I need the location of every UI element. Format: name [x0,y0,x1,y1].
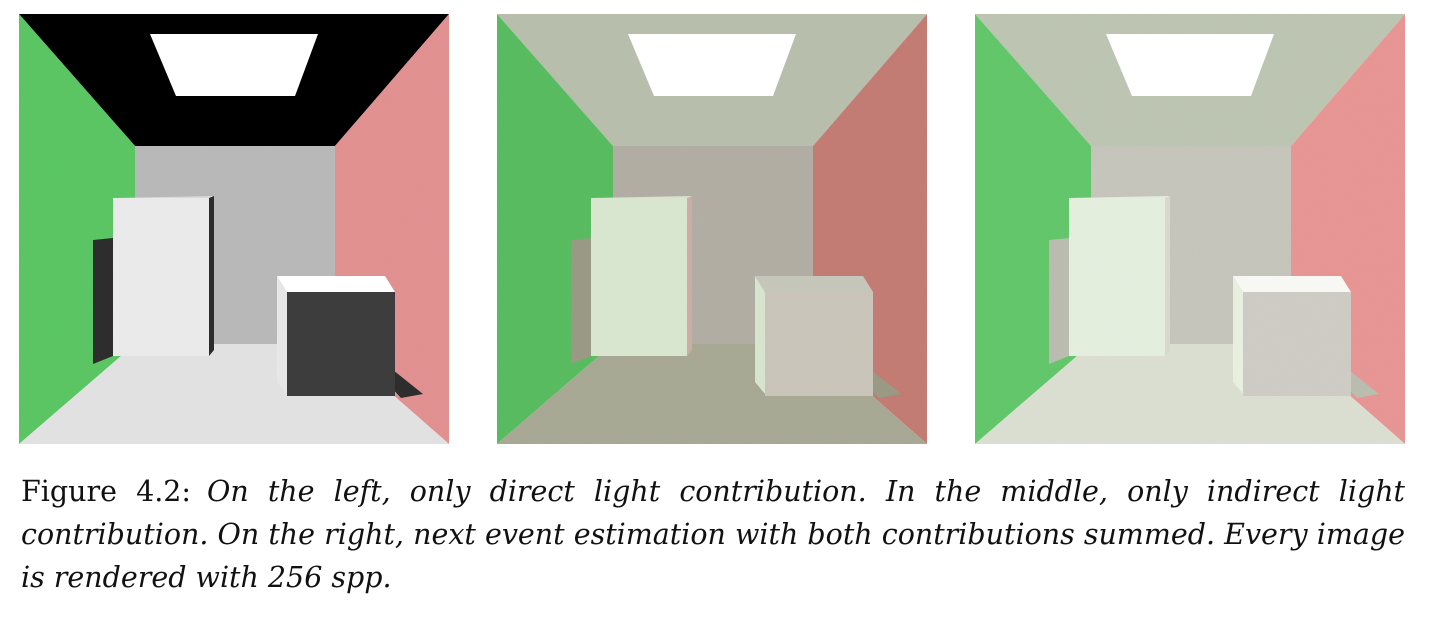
render-indirect-light [497,14,927,444]
render-noise-overlay [975,14,1405,444]
figure-images-row [19,14,1405,444]
render-next-event-estimation [975,14,1405,444]
figure-caption-label: Figure 4.2: [21,475,192,508]
render-noise-overlay [19,14,449,444]
cornell-box-scene-left [19,14,449,444]
render-direct-light [19,14,449,444]
render-noise-overlay [497,14,927,444]
figure-caption: Figure 4.2:On the left, only direct ligh… [21,470,1405,599]
cornell-box-scene-right [975,14,1405,444]
figure-caption-text: On the left, only direct light contribut… [21,475,1406,594]
cornell-box-scene-middle [497,14,927,444]
